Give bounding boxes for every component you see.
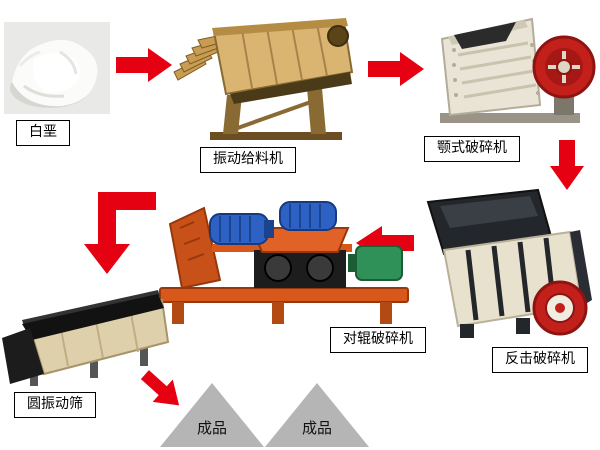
- product-triangle-icon: [265, 383, 369, 447]
- arrow-roller-to-screen-icon: [84, 192, 156, 277]
- vibrating-feeder-image: [172, 10, 367, 145]
- finished-product-right: 成品: [265, 383, 369, 447]
- product-triangle-icon: [160, 383, 264, 447]
- finished-product-left: 成品: [160, 383, 264, 447]
- vibrating-screen-label: 圆振动筛: [14, 392, 96, 418]
- impact-crusher-image: [420, 188, 595, 343]
- product-left-label: 成品: [197, 419, 228, 437]
- product-right-label: 成品: [302, 419, 333, 437]
- jaw-crusher-image: [428, 5, 596, 135]
- arrow-chalk-to-feeder-icon: [116, 48, 172, 82]
- chalk-label: 白垩: [16, 120, 70, 146]
- vibrating-screen-image: [0, 280, 175, 390]
- arrow-feeder-to-jaw-icon: [368, 52, 424, 86]
- arrow-screen-to-product-icon: [136, 366, 188, 414]
- chalk-photo: [4, 22, 110, 114]
- arrow-jaw-to-impact-icon: [550, 140, 584, 190]
- jaw-crusher-label: 颚式破碎机: [424, 136, 520, 162]
- roller-crusher-image: [152, 188, 417, 328]
- roller-crusher-label: 对辊破碎机: [330, 327, 426, 353]
- impact-crusher-label: 反击破碎机: [492, 347, 588, 373]
- vibrating-feeder-label: 振动给料机: [200, 147, 296, 173]
